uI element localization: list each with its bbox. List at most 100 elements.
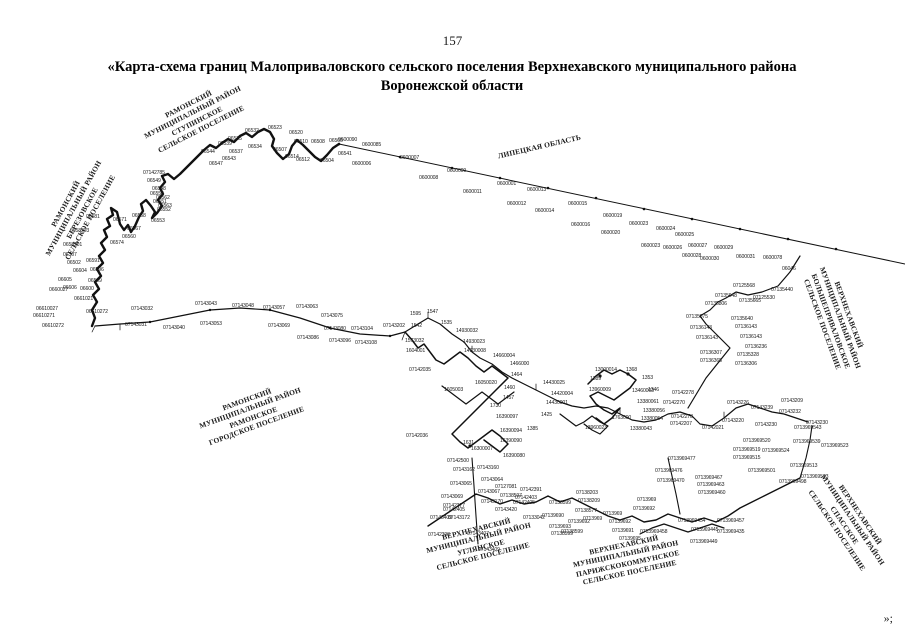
point-label: 06600 xyxy=(80,286,94,292)
point-label: 0713969460 xyxy=(698,490,726,496)
point-label: 07127081 xyxy=(495,484,517,490)
point-label: 06500 xyxy=(329,138,343,144)
point-label: 13960023 xyxy=(585,425,607,431)
point-label: 06541 xyxy=(338,151,352,157)
point-label: 16390094 xyxy=(500,428,522,434)
point-label: 14660004 xyxy=(493,353,515,359)
point-label: 0713969498 xyxy=(779,479,807,485)
point-label: 07143065 xyxy=(450,481,472,487)
point-label: 0713969477 xyxy=(668,456,696,462)
point-label: 06534 xyxy=(248,144,262,150)
point-label: 0600027 xyxy=(688,243,708,249)
closing-quote-mark: »; xyxy=(883,611,893,625)
point-label: 07142398 xyxy=(428,532,450,538)
point-label: 06591 xyxy=(86,258,100,264)
point-label: 1604001 xyxy=(406,348,426,354)
point-label: 07138597 xyxy=(500,493,522,499)
point-label: 06596 xyxy=(90,267,104,273)
point-label: 07143202 xyxy=(383,323,405,329)
point-label: 06535 xyxy=(228,136,242,142)
point-label: 07143162 xyxy=(453,467,475,473)
point-label: 07142036 xyxy=(406,433,428,439)
point-label: 06504 xyxy=(320,158,334,164)
point-label: 07139691 xyxy=(612,528,634,534)
point-label: 07139693 xyxy=(549,524,571,530)
point-label: 07143032 xyxy=(131,306,153,312)
point-label: 06581 xyxy=(86,214,100,220)
point-label: 13380054 xyxy=(641,416,663,422)
point-label: 07135665 xyxy=(739,298,761,304)
point-label: 07143420 xyxy=(495,507,517,513)
point-label: 06553 xyxy=(151,218,165,224)
point-label: 1595 xyxy=(410,311,421,317)
point-label: 07143409 xyxy=(478,547,500,553)
point-label: 07143043 xyxy=(195,301,217,307)
point-label: 0713969513 xyxy=(790,463,818,469)
point-label: 16390090 xyxy=(500,438,522,444)
point-label: 0713969 xyxy=(583,516,603,522)
point-label: 07142270 xyxy=(663,400,685,406)
point-label: 07139692 xyxy=(568,519,590,525)
point-label: 06558 xyxy=(132,213,146,219)
point-label: 0713969467 xyxy=(695,475,723,481)
point-label: 0600030 xyxy=(700,256,720,262)
point-label: 07142035 xyxy=(409,367,431,373)
point-label: 07142405 xyxy=(513,500,535,506)
point-label: 0713969524 xyxy=(762,448,790,454)
point-label: 07143232 xyxy=(779,409,801,415)
point-label: 14420004 xyxy=(551,391,573,397)
point-label: 07142377 xyxy=(443,503,465,509)
point-label: 07143239 xyxy=(751,405,773,411)
page-title-line-2: Воронежской области xyxy=(380,78,524,95)
point-label: 07143063 xyxy=(296,304,318,310)
point-label: 07136306 xyxy=(735,361,757,367)
point-label: 16050020 xyxy=(475,380,497,386)
point-label: 06508 xyxy=(311,139,325,145)
point-label: 1631 xyxy=(463,440,474,446)
point-label: 13380043 xyxy=(630,426,652,432)
point-label: 07136307 xyxy=(700,350,722,356)
point-label: 14930008 xyxy=(464,348,486,354)
point-label: 1346 xyxy=(648,387,659,393)
point-label: 07143220 xyxy=(722,418,744,424)
point-label: 0713969458 xyxy=(640,529,668,535)
point-label: 07143067 xyxy=(478,489,500,495)
point-label: 07135440 xyxy=(771,287,793,293)
point-label: 0660027 xyxy=(49,287,69,293)
point-label: 07136143 xyxy=(690,325,712,331)
point-label: 0600025 xyxy=(675,232,695,238)
point-label: 06552 xyxy=(157,207,171,213)
point-label: 07135075 xyxy=(686,314,708,320)
point-label: 06512 xyxy=(296,157,310,163)
point-label: 1542 xyxy=(411,323,422,329)
point-label: 0658201 xyxy=(63,242,83,248)
point-label: 06571 xyxy=(113,217,127,223)
point-label: 07136143 xyxy=(735,324,757,330)
point-label: 07143172 xyxy=(448,515,470,521)
point-label: 06606 xyxy=(63,285,77,291)
point-label: 06610027 xyxy=(36,306,58,312)
point-label: 07135648 xyxy=(715,293,737,299)
point-label: 13000014 xyxy=(595,367,617,373)
point-label: 07138203 xyxy=(576,490,598,496)
point-label: 0713969539 xyxy=(793,439,821,445)
point-label: 16390080 xyxy=(503,453,525,459)
point-label: 0713969543 xyxy=(794,425,822,431)
point-label: 06046 xyxy=(782,266,796,272)
point-label: 1466000 xyxy=(510,361,530,367)
point-label: 07143053 xyxy=(200,321,222,327)
point-label: 14430025 xyxy=(543,380,565,386)
point-label: 13380061 xyxy=(637,399,659,405)
point-label: 1385 xyxy=(527,426,538,432)
point-label: 07142785 xyxy=(143,170,165,176)
point-label: 0713969515 xyxy=(733,455,761,461)
boundary-map: РАМОНСКИЙ МУНИЦИПАЛЬНЫЙ РАЙОН СТУПИНСКОЕ… xyxy=(0,84,905,626)
page-title-line-1: «Карта-схема границ Малоприваловского се… xyxy=(107,59,797,75)
point-label: 06548 xyxy=(152,186,166,192)
point-label: 07142391 xyxy=(520,487,542,493)
point-label: 06560 xyxy=(122,234,136,240)
point-label: 07142207 xyxy=(670,421,692,427)
point-label: 06549 xyxy=(147,178,161,184)
point-label: 07133042 xyxy=(523,515,545,521)
